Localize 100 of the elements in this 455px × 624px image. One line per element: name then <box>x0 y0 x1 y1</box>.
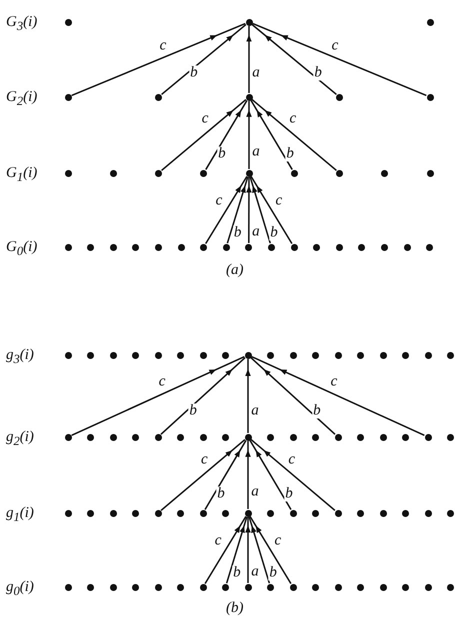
edge-label: b <box>312 404 322 419</box>
arrow <box>246 101 252 169</box>
dot <box>222 510 229 516</box>
dot <box>290 584 296 590</box>
dot <box>424 434 432 440</box>
row-label: g$_{2}$(i) <box>6 429 34 449</box>
arrow <box>246 177 252 243</box>
dot <box>402 434 409 440</box>
dot <box>357 434 364 440</box>
dot <box>357 510 364 516</box>
dot <box>154 434 162 440</box>
dot <box>424 352 432 358</box>
row-label: G$_{3}$(i) <box>6 14 38 34</box>
dot <box>404 244 410 250</box>
dot <box>426 170 434 176</box>
dot <box>132 244 140 250</box>
dot <box>447 352 454 358</box>
row-label: g$_{1}$(i) <box>6 505 34 525</box>
arrow <box>160 357 246 435</box>
arrow <box>161 24 246 96</box>
dot <box>155 94 162 100</box>
edge-label: b <box>285 146 295 162</box>
row-label: G$_{0}$(i) <box>6 239 38 259</box>
arrow <box>251 356 425 436</box>
dot <box>334 434 342 440</box>
dot <box>64 510 72 516</box>
arrow <box>252 22 427 96</box>
dot <box>154 244 162 250</box>
row-label: g$_{3}$(i) <box>6 347 34 367</box>
dot <box>244 434 252 440</box>
arrow <box>245 517 251 583</box>
dot <box>177 510 184 516</box>
dot <box>64 244 72 250</box>
arrow <box>252 99 337 171</box>
dot <box>424 584 432 590</box>
dot <box>313 244 320 250</box>
dot <box>110 584 116 590</box>
dot <box>267 352 274 358</box>
arrow <box>252 24 337 96</box>
dot <box>64 94 72 100</box>
dot <box>132 510 139 516</box>
dot <box>334 584 342 590</box>
arrow <box>249 516 292 584</box>
dot <box>336 170 343 176</box>
arrow <box>248 516 270 584</box>
arrow <box>204 516 247 584</box>
dot <box>290 244 298 250</box>
arrow <box>246 26 252 93</box>
dot <box>177 352 184 358</box>
panel-caption: (a) <box>226 262 244 278</box>
dot <box>402 584 409 590</box>
arrow <box>161 99 246 171</box>
dot <box>200 170 208 176</box>
row-label: g$_{0}$(i) <box>6 579 34 599</box>
arrow <box>226 176 249 244</box>
dot <box>336 244 343 250</box>
row-label: G$_{1}$(i) <box>6 165 38 185</box>
dot <box>244 584 252 590</box>
dot <box>64 18 72 26</box>
arrow <box>250 439 336 511</box>
dot <box>154 584 162 590</box>
dot <box>267 434 274 440</box>
arrow <box>245 359 251 433</box>
arrow <box>71 356 245 436</box>
dot <box>447 434 454 440</box>
dot <box>177 434 184 440</box>
dot <box>244 510 252 516</box>
dot <box>447 510 454 516</box>
edge-label: b <box>313 66 323 81</box>
dot <box>64 170 72 176</box>
arrow <box>250 100 293 170</box>
dot <box>110 434 116 440</box>
dot <box>426 244 434 250</box>
dot <box>402 352 409 358</box>
edge-label: b <box>284 486 294 502</box>
panel-caption: (b) <box>226 600 244 616</box>
dot <box>132 434 139 440</box>
dot <box>336 94 343 100</box>
dot <box>290 170 298 176</box>
dot <box>200 244 208 250</box>
dot <box>222 584 229 590</box>
dot <box>200 510 206 516</box>
dot <box>267 584 274 590</box>
dot <box>246 94 252 100</box>
dot <box>110 352 116 358</box>
row-label: G$_{2}$(i) <box>6 89 38 109</box>
dot <box>290 434 296 440</box>
dot <box>64 434 72 440</box>
arrow <box>249 440 292 510</box>
dot <box>402 510 409 516</box>
dot <box>110 244 117 250</box>
dot <box>380 244 388 250</box>
dot <box>87 434 94 440</box>
arrow <box>249 176 271 244</box>
dot <box>200 352 206 358</box>
dot <box>290 510 296 516</box>
arrow <box>226 516 248 584</box>
dot <box>381 170 388 176</box>
dot <box>132 584 139 590</box>
dot <box>334 352 342 358</box>
